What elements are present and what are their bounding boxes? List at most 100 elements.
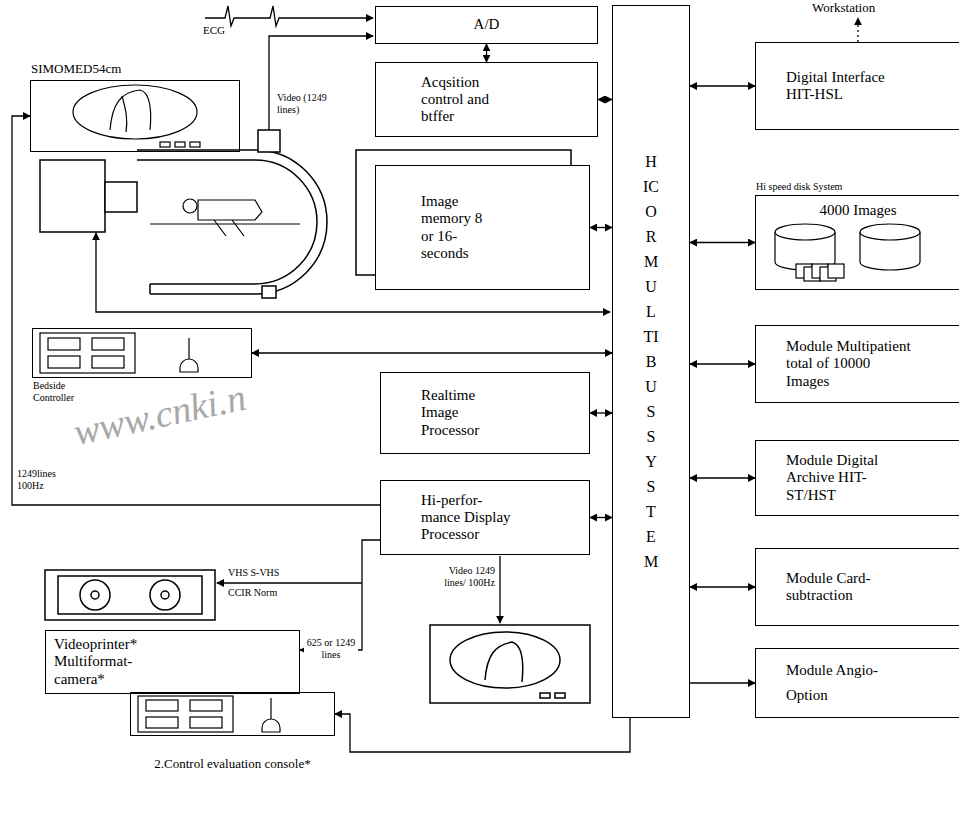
box-label: Module Multipatient total of 10000 Image… [786, 338, 916, 390]
video-recorder [58, 576, 202, 614]
recorder-line [217, 582, 362, 583]
patient [150, 199, 300, 236]
process-box: Hi-perfor- mance Display Processor [380, 480, 590, 555]
console-controls [146, 700, 178, 711]
monitor-screen [190, 142, 200, 147]
process-box: Realtime Image Processor [380, 372, 590, 454]
connector [690, 363, 755, 364]
signal-label: VHS S-VHS [228, 567, 279, 579]
xray-generator [105, 182, 137, 212]
connector [486, 44, 487, 62]
second-monitor [450, 632, 560, 688]
console-controls [146, 717, 178, 728]
video-camera [258, 130, 280, 298]
video-camera [262, 286, 276, 298]
process-box: Acqsition control and btffer [375, 62, 598, 137]
box-label: Module Angio-Option [786, 658, 881, 709]
c-arm [137, 150, 327, 294]
module-box: Module Multipatient total of 10000 Image… [755, 325, 959, 403]
video-camera [258, 130, 280, 152]
printer-box: Videoprinter* Multiformat- camera* [45, 630, 300, 694]
connector [300, 540, 380, 650]
monitor-line [499, 556, 500, 623]
connector [690, 682, 755, 683]
video-recorder [45, 570, 215, 620]
memory-box: Image memory 8 or 16- seconds [375, 165, 590, 290]
monitor-screen [175, 142, 185, 147]
connector [690, 477, 755, 478]
c-arm [137, 160, 317, 284]
signal-label: Video (1249 lines) [277, 92, 349, 115]
video-line [269, 36, 373, 130]
caption: Bedside Controller [33, 380, 93, 403]
patient [198, 200, 262, 220]
xray-generator [40, 160, 105, 232]
console-controls [138, 696, 280, 732]
bedside-controller: Bedside Controller [32, 328, 252, 378]
c-arm [137, 150, 327, 294]
box-label: HICOR MULTIBUS SYSTEM [643, 149, 659, 574]
workstation-link [857, 18, 858, 42]
caption: Hi speed disk System [756, 181, 846, 193]
bedside-controls [40, 333, 135, 373]
console-controls [190, 717, 222, 728]
disk-box: Hi speed disk System4000 Images [755, 195, 959, 290]
bedside-controls [40, 333, 198, 373]
module-box: Module Angio-Option [755, 648, 959, 718]
xray-generator [40, 160, 137, 232]
connector [690, 85, 755, 86]
box-label: Module Digital Archive HIT-ST/HST [786, 452, 906, 504]
disk-drives [828, 264, 844, 278]
signal-label: ECG [203, 24, 225, 37]
bedside-controls [180, 359, 198, 372]
video-recorder [80, 580, 110, 610]
connector [690, 586, 755, 587]
system-label: Workstation [812, 1, 875, 16]
watermark: www.cnki.n [70, 376, 250, 455]
box-label: A/D [474, 16, 500, 33]
signal-label: 1249lines 100Hz [17, 468, 63, 491]
video-recorder [45, 570, 215, 620]
bedside-controls [48, 356, 80, 368]
monitor-screen [110, 90, 151, 132]
control-console: 2.Control evaluation console* [130, 692, 335, 736]
patient [183, 199, 197, 213]
video-line [269, 36, 373, 130]
box-label: Module Card- subtraction [786, 570, 886, 605]
connector [590, 227, 612, 228]
signal-label: 625 or 1249 lines [304, 636, 358, 661]
box-label: Image memory 8 or 16- seconds [421, 193, 491, 262]
c-arm [149, 284, 151, 294]
monitor-screen [160, 142, 170, 147]
box-label: 4000 Images [819, 202, 896, 219]
ecg-trace [205, 6, 373, 26]
console-controls [262, 719, 280, 732]
bedside-controls [92, 338, 124, 350]
second-monitor [555, 693, 565, 698]
recorder-line [217, 582, 362, 583]
box-label: Videoprinter* Multiformat- camera* [54, 636, 184, 688]
monitor-screen [73, 85, 197, 139]
bedside-controls [48, 338, 80, 350]
caption: 2.Control evaluation console* [131, 757, 334, 772]
monitor-line [499, 556, 500, 623]
video-recorder [150, 580, 180, 610]
disk-drives [860, 224, 920, 240]
connector [12, 116, 380, 505]
box-label: Hi-perfor- mance Display Processor [421, 492, 521, 544]
patient [150, 223, 300, 224]
monitor: SIMOMED54cm [30, 80, 240, 152]
bus-bar: HICOR MULTIBUS SYSTEM [612, 5, 690, 718]
module-box: Module Digital Archive HIT-ST/HST [755, 440, 959, 516]
box-label: Realtime Image Processor [421, 387, 511, 439]
connector [252, 352, 612, 353]
converter-box: A/D [375, 6, 598, 44]
second-monitor [540, 693, 550, 698]
connector [335, 714, 630, 752]
connector [590, 412, 612, 413]
caption: SIMOMED54cm [31, 62, 121, 77]
connector [590, 517, 612, 518]
box-label: Acqsition control and btffer [421, 74, 521, 126]
video-recorder [91, 591, 99, 599]
